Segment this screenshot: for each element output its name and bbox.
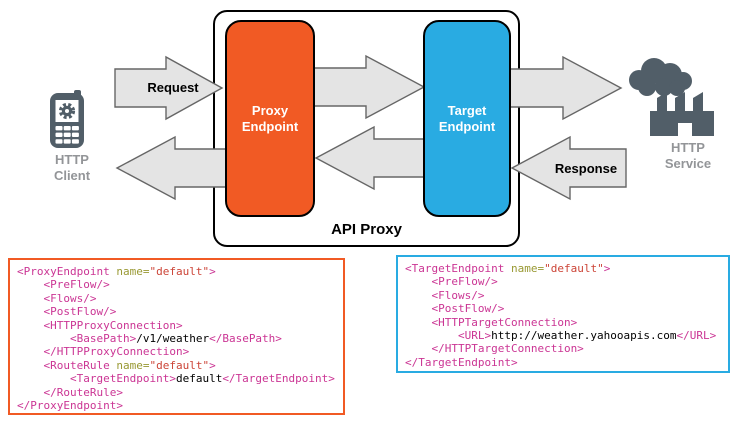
target-endpoint-label-line2: Endpoint <box>438 118 496 134</box>
target-to-proxy-arrow <box>314 125 427 191</box>
mobile-phone-icon <box>50 90 84 148</box>
response-label: Response <box>554 161 618 176</box>
http-service-label: HTTP Service <box>648 140 728 171</box>
http-client-label: HTTP Client <box>32 152 112 183</box>
code-line: <ProxyEndpoint name="default"> <box>17 265 216 278</box>
code-line: </TargetEndpoint> <box>405 355 518 369</box>
gear-icon <box>58 102 76 120</box>
code-line: <TargetEndpoint>default</TargetEndpoint> <box>17 372 335 386</box>
code-line: <PostFlow/> <box>17 305 117 319</box>
proxy-endpoint-label-line1: Proxy <box>251 102 289 118</box>
request-label: Request <box>147 80 199 95</box>
proxy-endpoint-box: Proxy Endpoint <box>225 20 315 217</box>
code-line: <HTTPProxyConnection> <box>17 318 183 332</box>
http-client-label-line1: HTTP <box>55 152 89 167</box>
target-to-service-arrow <box>509 55 623 121</box>
client-response-arrow <box>115 135 231 201</box>
code-line: </HTTPProxyConnection> <box>17 345 190 359</box>
http-service-label-line1: HTTP <box>671 140 705 155</box>
code-line: <HTTPTargetConnection> <box>405 315 578 329</box>
code-line: <Flows/> <box>405 288 485 302</box>
code-line: </ProxyEndpoint> <box>17 399 123 413</box>
proxy-to-target-arrow <box>313 54 426 120</box>
code-line: </HTTPTargetConnection> <box>405 342 584 356</box>
flow-arrows <box>114 54 627 201</box>
http-client-label-line2: Client <box>53 167 91 183</box>
request-arrow <box>114 55 224 121</box>
code-line: </RouteRule> <box>17 385 123 399</box>
code-line: <RouteRule name="default"> <box>17 358 216 372</box>
code-line: <PreFlow/> <box>405 275 498 289</box>
http-service-label-line2: Service <box>664 155 712 171</box>
target-endpoint-label-line1: Target <box>447 102 487 118</box>
code-line: <URL>http://weather.yahooapis.com</URL> <box>405 329 717 343</box>
proxy-endpoint-label-line2: Endpoint <box>241 118 299 134</box>
code-line: <PreFlow/> <box>17 278 110 292</box>
target-endpoint-code-block: <TargetEndpoint name="default"> <PreFlow… <box>396 255 730 373</box>
code-line: <BasePath>/v1/weather</BasePath> <box>17 332 282 346</box>
api-proxy-label: API Proxy <box>331 221 402 238</box>
code-line: <TargetEndpoint name="default"> <box>405 262 611 275</box>
code-line: <Flows/> <box>17 291 97 305</box>
response-arrow <box>510 135 627 201</box>
proxy-endpoint-code-block: <ProxyEndpoint name="default"> <PreFlow/… <box>8 258 345 415</box>
target-endpoint-box: Target Endpoint <box>423 20 511 217</box>
factory-icon <box>629 58 714 136</box>
code-line: <PostFlow/> <box>405 302 505 316</box>
